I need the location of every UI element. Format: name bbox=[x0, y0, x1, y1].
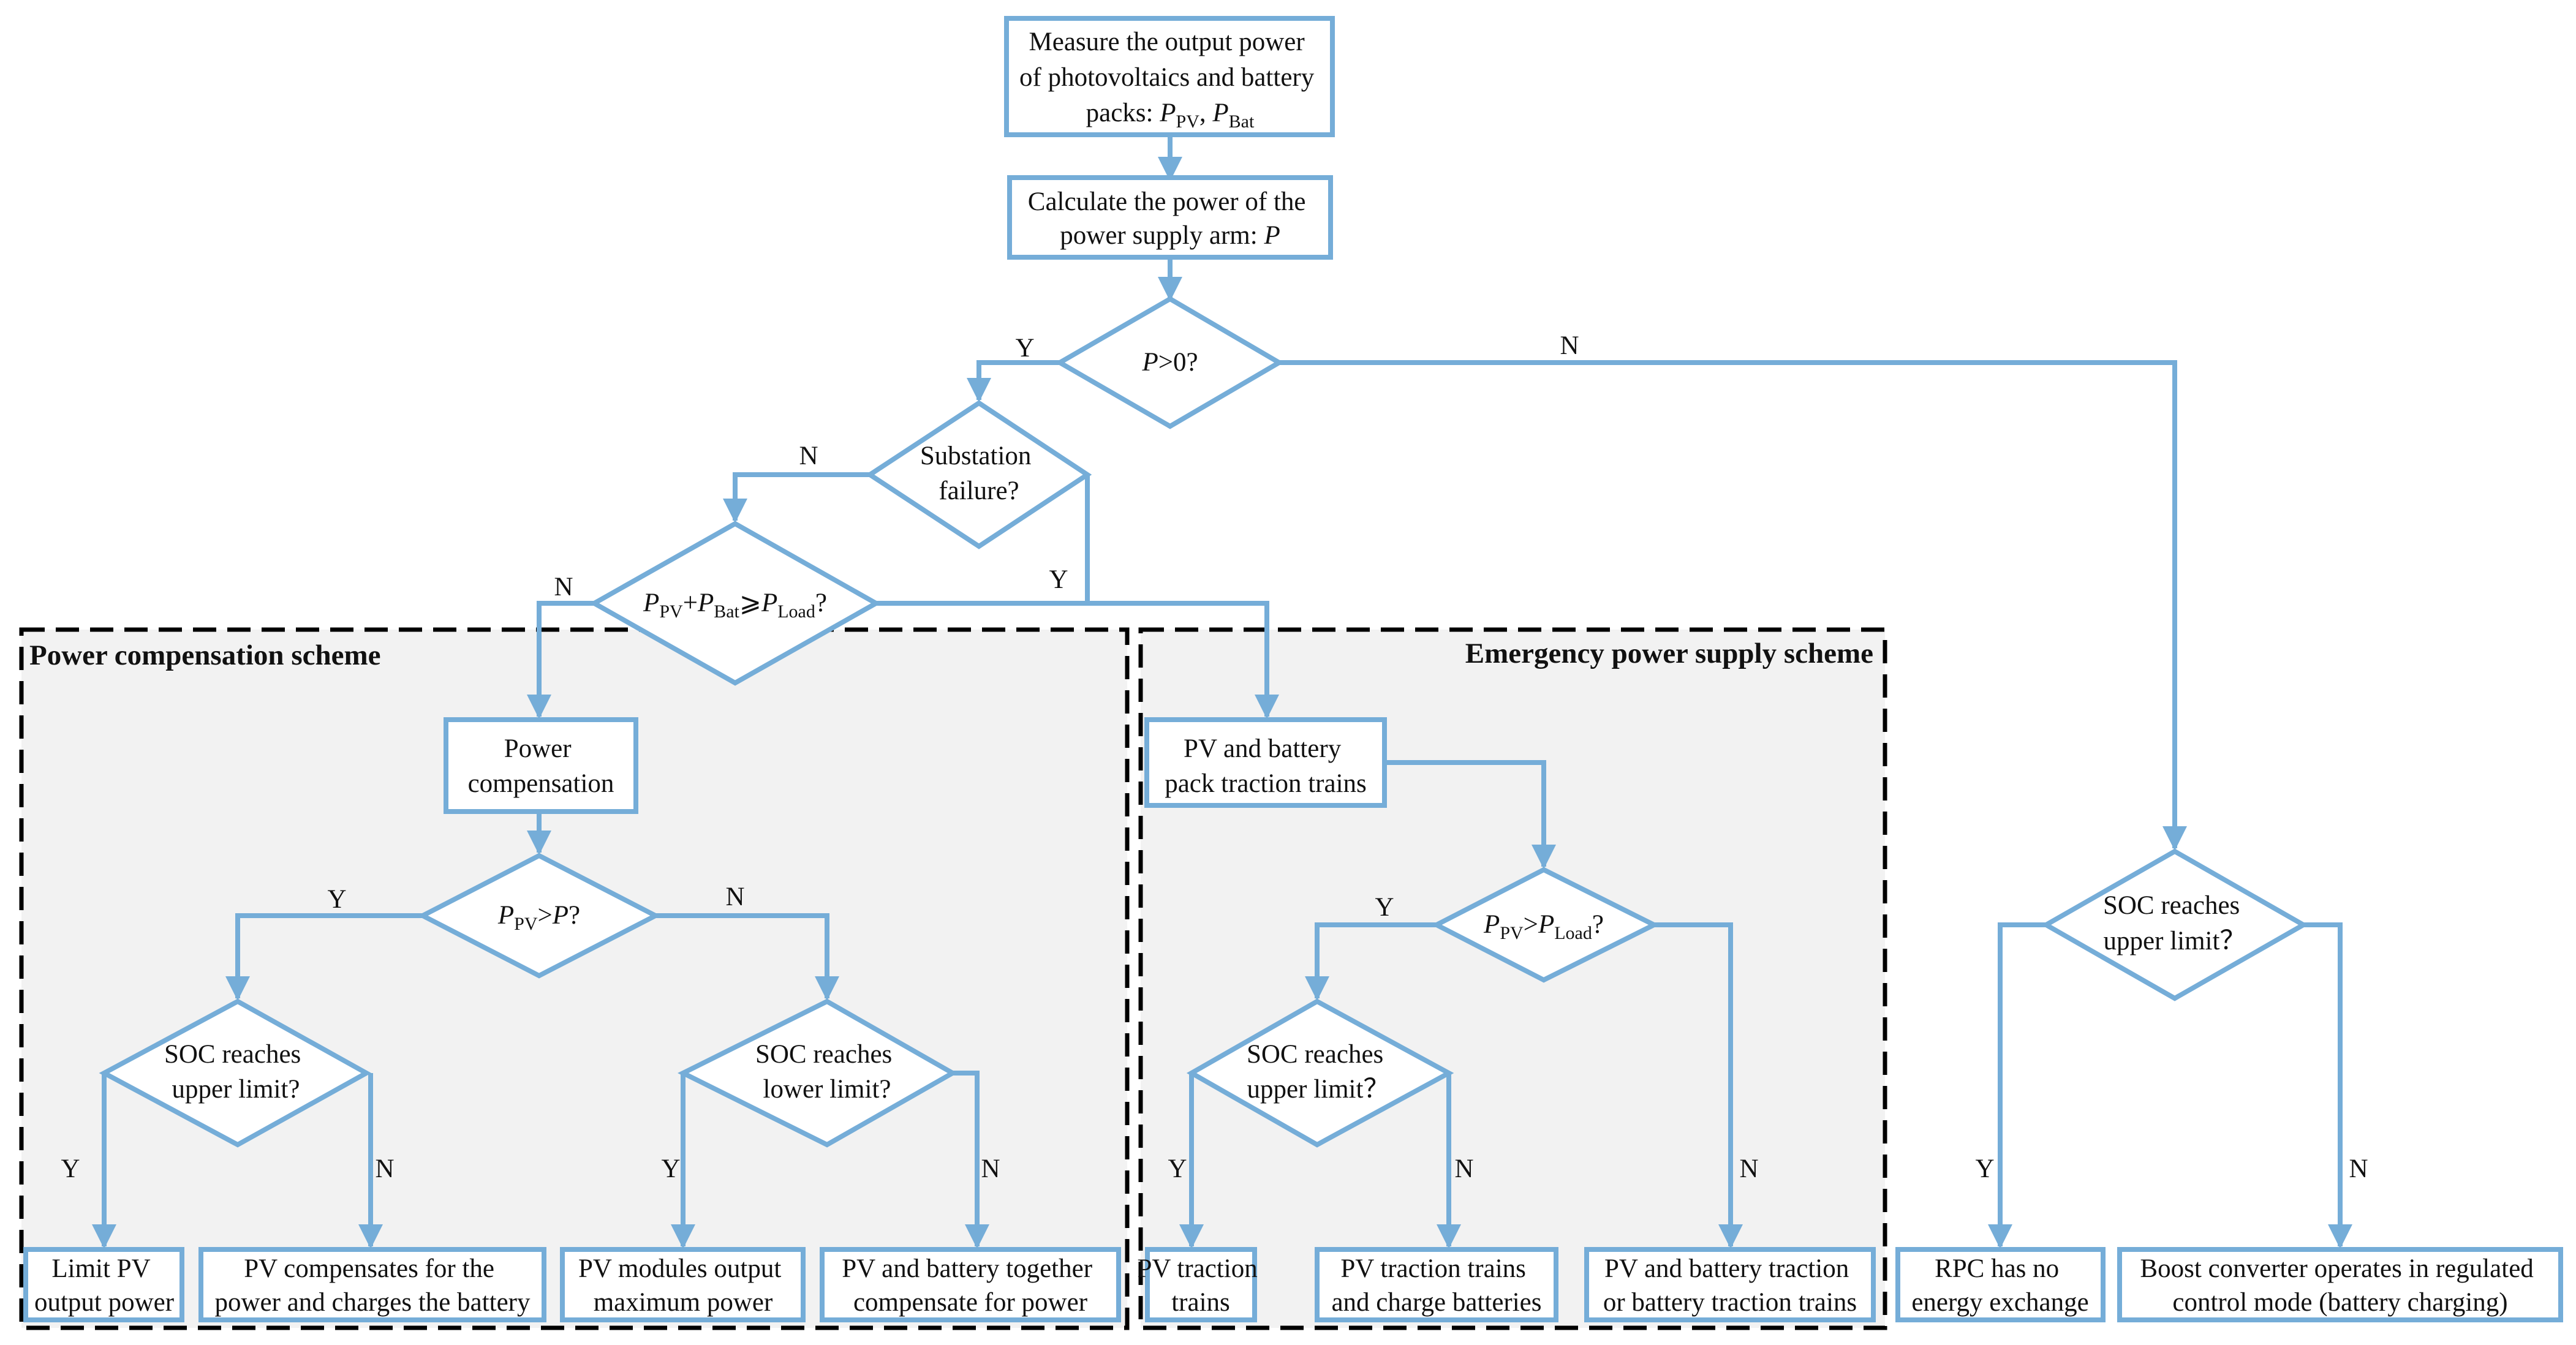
pv-traction-charge-text: PV traction trains and charge batteries bbox=[1331, 1254, 1541, 1317]
pv-battery-or-battery-box bbox=[1584, 1247, 1876, 1322]
soc-upper-right-text: SOC reaches upper limit？ bbox=[2103, 891, 2246, 955]
ppv-gt-p-diamond bbox=[417, 853, 661, 979]
edge-label-ppv-load-yes: Y bbox=[1375, 893, 1394, 922]
edge-label-soc-ll-yes: Y bbox=[661, 1155, 680, 1183]
pv-battery-together-text: PV and battery together compensate for p… bbox=[842, 1254, 1099, 1317]
limit-pv-box bbox=[23, 1247, 184, 1322]
soc-lower-text: SOC reaches lower limit? bbox=[755, 1040, 899, 1104]
process-boxes bbox=[23, 16, 2563, 1322]
measure-text: Measure the output power of photovoltaic… bbox=[1019, 28, 1321, 132]
pv-max-text: PV modules output maximum power bbox=[578, 1254, 788, 1317]
edge-label-soc-ul-yes: Y bbox=[61, 1155, 80, 1183]
soc-lower-diamond bbox=[678, 998, 958, 1148]
soc-upper-mid-diamond bbox=[1186, 998, 1454, 1148]
edge-label-soc-um-yes: Y bbox=[1168, 1155, 1187, 1183]
boost-text: Boost converter operates in regulated co… bbox=[2140, 1254, 2540, 1317]
pv-traction-charge-box bbox=[1315, 1247, 1558, 1322]
ppv-gt-pload-text: PPV>PLoad? bbox=[1483, 910, 1604, 943]
soc-upper-right-diamond bbox=[2041, 848, 2309, 1001]
edge-labels: Y N N Y N Y N Y N Y N Y Y N N Y N bbox=[61, 331, 2368, 1183]
p-positive-text: P>0? bbox=[1141, 348, 1198, 377]
decision-diamonds bbox=[99, 296, 2309, 1148]
node-texts: Measure the output power of photovoltaic… bbox=[34, 28, 2540, 1317]
power-compensation-box bbox=[444, 717, 638, 814]
region-emergency-supply: Emergency power supply scheme bbox=[1138, 627, 1887, 1330]
edge-label-soc-ur-yes: Y bbox=[1975, 1155, 1994, 1183]
pv-traction-box bbox=[1145, 1247, 1257, 1322]
edge-label-load-no: N bbox=[554, 573, 573, 601]
edge-label-p0-yes: Y bbox=[1015, 334, 1034, 363]
rpc-box bbox=[1895, 1247, 2106, 1322]
edge-label-ppv-load-no: N bbox=[1739, 1155, 1758, 1183]
pv-max-box bbox=[560, 1247, 806, 1322]
measure-box bbox=[1004, 16, 1335, 137]
pv-compensates-text: PV compensates for the power and charges… bbox=[215, 1254, 531, 1317]
edge-label-soc-ur-no: N bbox=[2349, 1155, 2368, 1183]
p-positive-diamond bbox=[1055, 296, 1284, 429]
edge-label-soc-ul-no: N bbox=[375, 1155, 394, 1183]
edge-label-substation-yes: Y bbox=[1049, 565, 1068, 594]
soc-upper-left-diamond bbox=[99, 998, 372, 1148]
ppv-gt-pload-diamond bbox=[1431, 867, 1660, 983]
pv-compensates-box bbox=[198, 1247, 546, 1322]
substation-text: Substation failure? bbox=[920, 442, 1038, 505]
edge-label-p0-no: N bbox=[1560, 331, 1579, 360]
power-compensation-text: Power compensation bbox=[468, 734, 614, 798]
calculate-box bbox=[1007, 175, 1333, 260]
pv-traction-text: PV traction trains bbox=[1137, 1254, 1264, 1317]
ppv-gt-p-text: PPV>P? bbox=[497, 901, 580, 934]
calculate-text: Calculate the power of the power supply … bbox=[1028, 187, 1312, 250]
substation-diamond bbox=[865, 400, 1092, 549]
edge-label-substation-no: N bbox=[799, 442, 818, 470]
soc-upper-left-text: SOC reaches upper limit? bbox=[164, 1040, 308, 1104]
pv-battery-together-box bbox=[820, 1247, 1121, 1322]
pv-battery-traction-box bbox=[1144, 717, 1387, 808]
connectors bbox=[92, 135, 2352, 1249]
region-title-power-compensation: Power compensation scheme bbox=[29, 639, 380, 671]
rpc-text: RPC has no energy exchange bbox=[1911, 1254, 2088, 1317]
soc-upper-mid-text: SOC reaches upper limit？ bbox=[1247, 1040, 1390, 1104]
edge-label-soc-um-no: N bbox=[1454, 1155, 1473, 1183]
pv-battery-or-battery-text: PV and battery traction or battery tract… bbox=[1603, 1254, 1857, 1317]
boost-box bbox=[2117, 1247, 2563, 1322]
edge-label-ppv-p-no: N bbox=[725, 883, 744, 911]
region-title-emergency-supply: Emergency power supply scheme bbox=[1465, 638, 1873, 669]
pv-bat-load-diamond bbox=[589, 521, 882, 686]
pv-bat-load-text: PPV+PBat⩾PLoad? bbox=[643, 589, 827, 622]
edge-label-ppv-p-yes: Y bbox=[327, 885, 346, 914]
pv-battery-traction-text: PV and battery pack traction trains bbox=[1165, 734, 1367, 798]
edge-label-soc-ll-no: N bbox=[981, 1155, 1000, 1183]
limit-pv-text: Limit PV output power bbox=[34, 1254, 174, 1317]
